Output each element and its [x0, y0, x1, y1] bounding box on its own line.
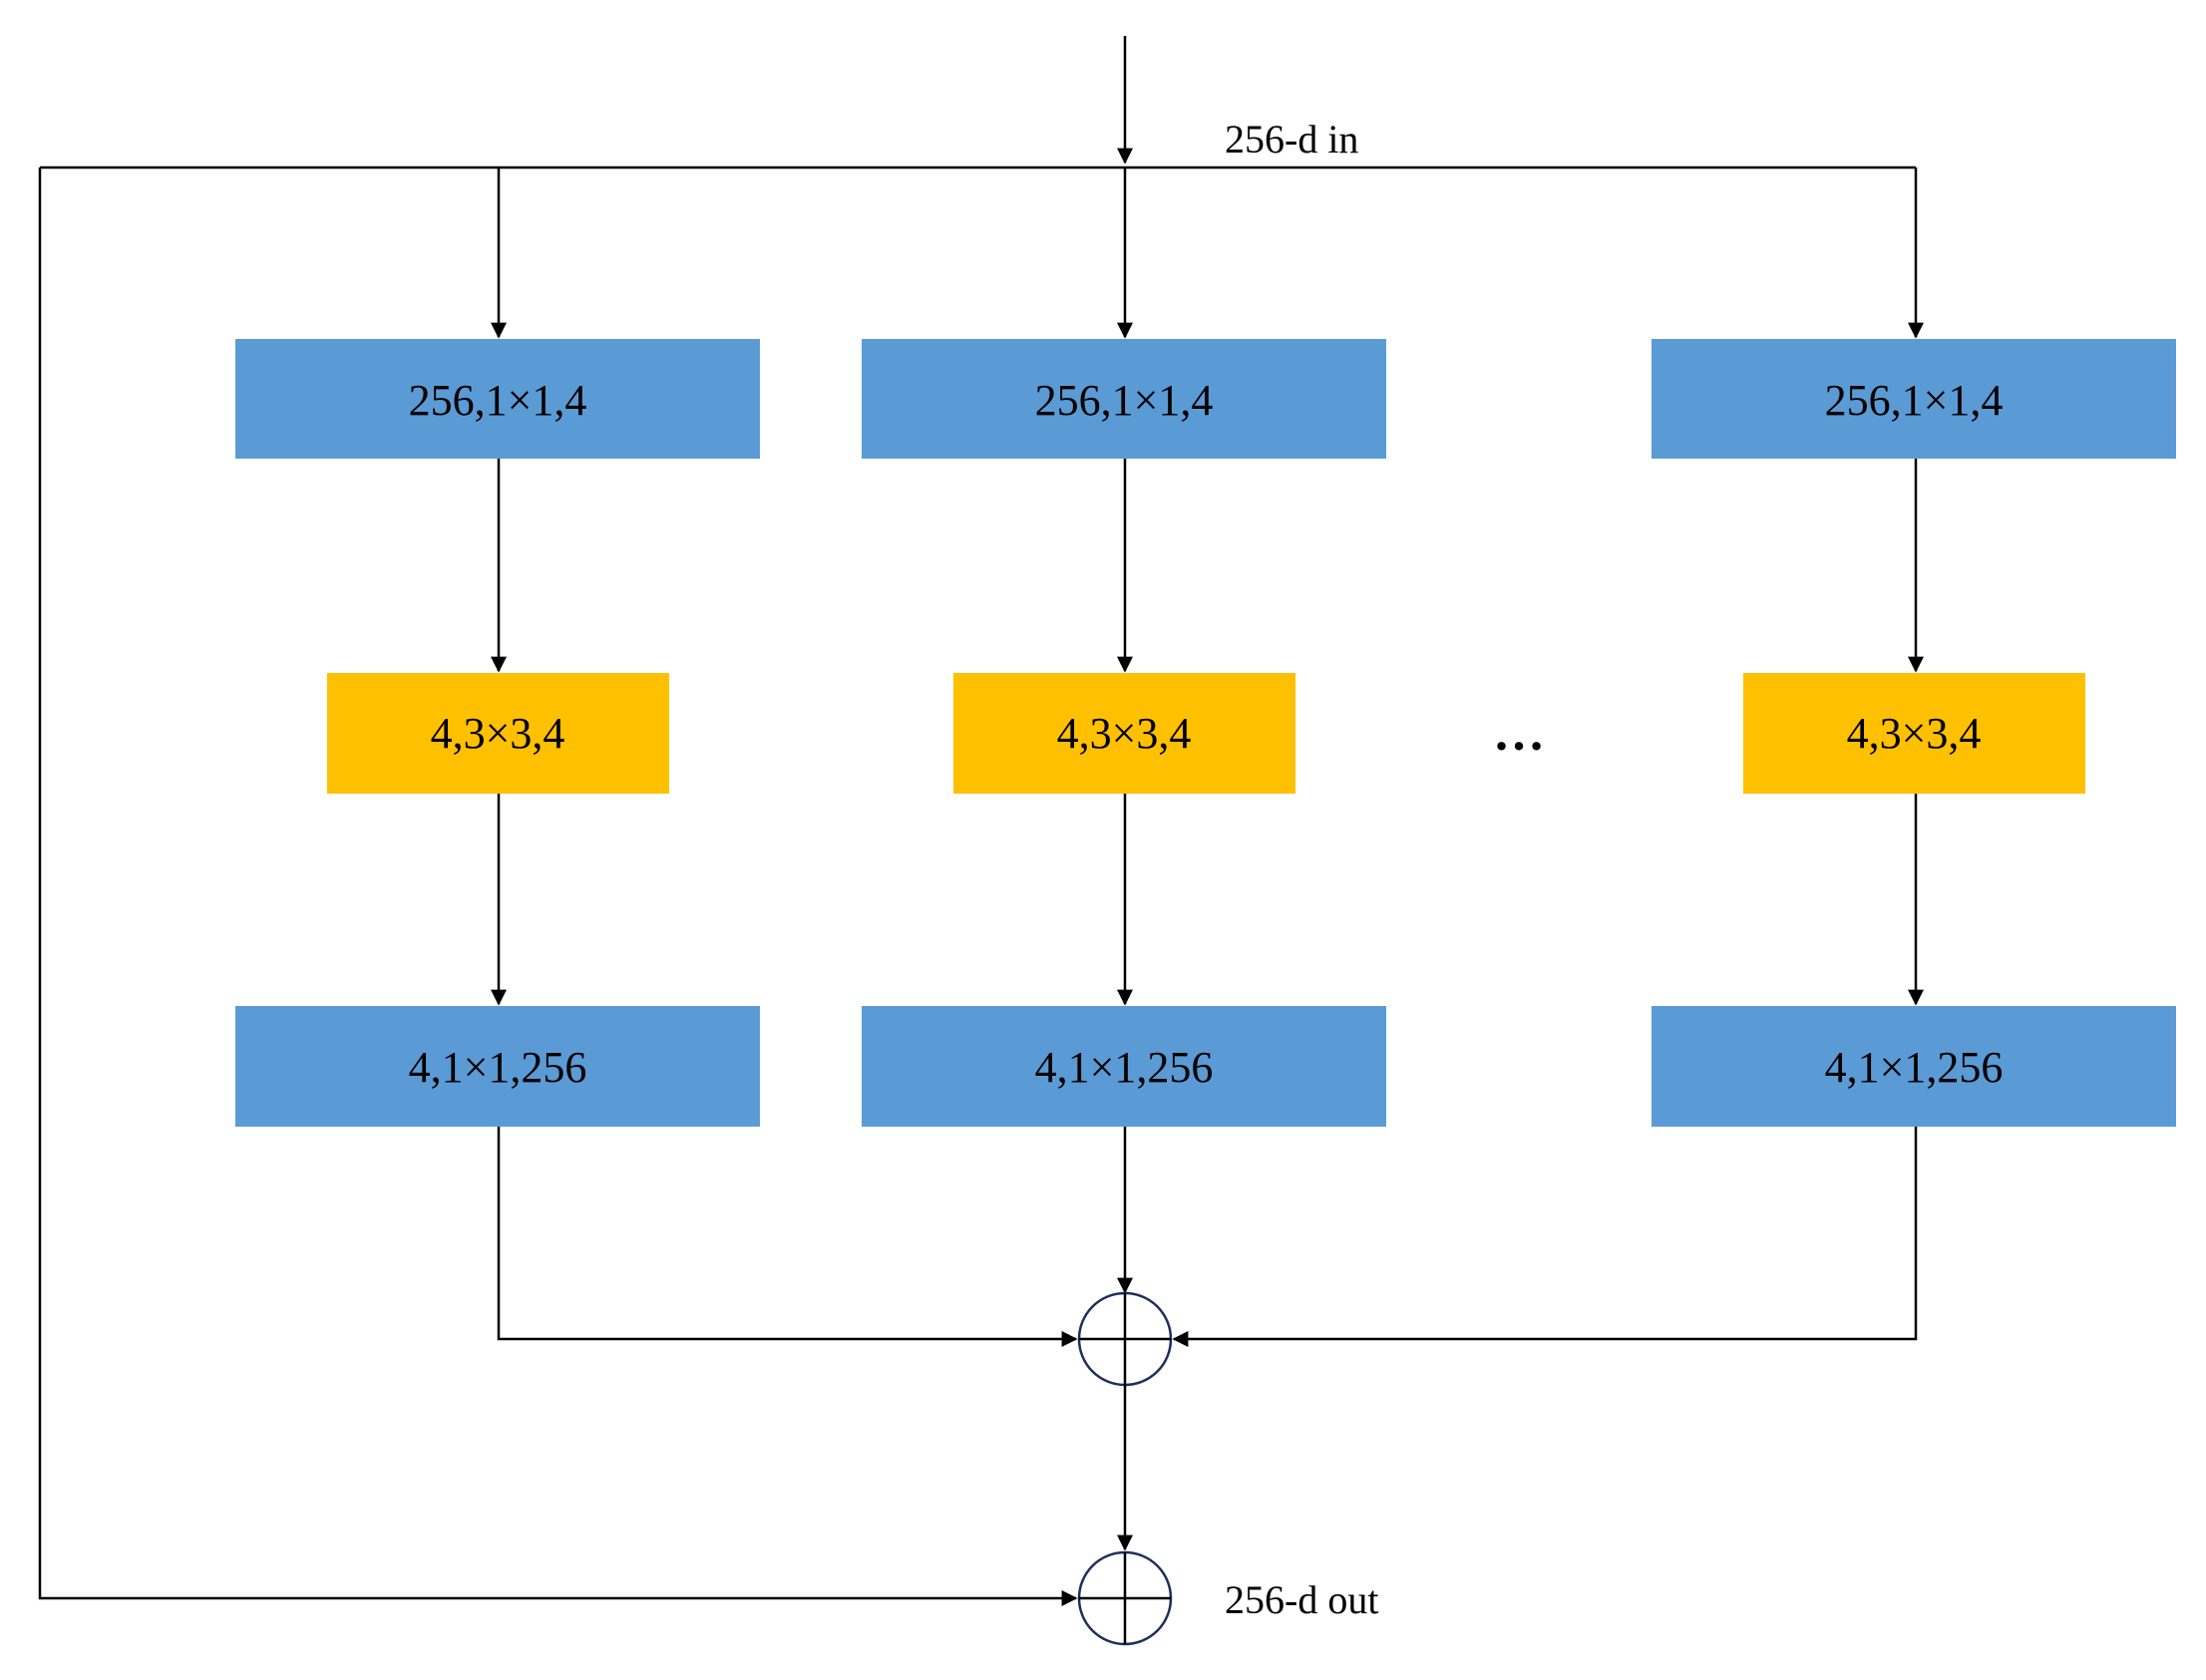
branch-1-middle-box [327, 673, 669, 794]
aggregation-sum-icon [1077, 1291, 1173, 1387]
branch-3-top-label: 256,1×1,4 [1825, 376, 2004, 425]
branch-1: 256,1×1,4 4,3×3,4 4,1×1,256 [235, 168, 760, 1127]
branch-1-bottom-label: 4,1×1,256 [409, 1043, 587, 1092]
output-label: 256-d out [1225, 1577, 1378, 1622]
branch-3-middle-label: 4,3×3,4 [1847, 709, 1982, 758]
branch-1-bottom-box [235, 1006, 760, 1127]
branch-1-to-sum-connector [497, 1127, 1078, 1347]
identity-shortcut-connector [38, 168, 1078, 1606]
branch-2: 256,1×1,4 4,3×3,4 4,1×1,256 [862, 168, 1386, 1127]
more-branches-ellipsis: … [1493, 705, 1545, 762]
branch-3-bottom-box [1652, 1006, 2176, 1127]
branch-1-top-label: 256,1×1,4 [409, 376, 587, 425]
branch-2-bottom-box [862, 1006, 1386, 1127]
residual-add-icon [1077, 1550, 1173, 1646]
branch-3-bottom-label: 4,1×1,256 [1825, 1043, 2004, 1092]
branch-1-middle-label: 4,3×3,4 [431, 709, 565, 758]
branch-2-middle-label: 4,3×3,4 [1057, 709, 1192, 758]
branch-2-top-box [862, 339, 1386, 459]
branch-3-top-box [1652, 339, 2176, 459]
branch-2-middle-box [953, 673, 1295, 794]
branch-2-top-label: 256,1×1,4 [1035, 376, 1214, 425]
branch-2-bottom-label: 4,1×1,256 [1035, 1043, 1214, 1092]
input-label: 256-d in [1225, 117, 1358, 162]
branch-3-middle-box [1743, 673, 2085, 794]
branch-3-to-sum-connector [1172, 1127, 1918, 1347]
branch-3: 256,1×1,4 4,3×3,4 4,1×1,256 [1652, 168, 2176, 1127]
branch-1-top-box [235, 339, 760, 459]
